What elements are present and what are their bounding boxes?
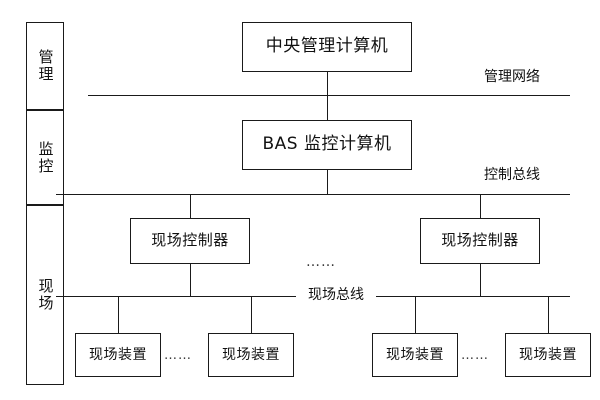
connector-field-bus-to-device bbox=[415, 296, 416, 333]
connector-controller-left-to-field-bus bbox=[190, 264, 191, 296]
node-field-controller-right: 现场控制器 bbox=[420, 218, 540, 264]
connector-central-to-management-network bbox=[327, 72, 328, 95]
connector-control-bus-to-controller-left bbox=[190, 194, 191, 218]
node-field-controller-left: 现场控制器 bbox=[130, 218, 250, 264]
ellipsis-between-devices-right: …… bbox=[461, 348, 489, 363]
layer-cell-monitoring: 监控 bbox=[26, 110, 64, 205]
node-central-management-computer: 中央管理计算机 bbox=[242, 22, 412, 72]
bus-line-control-bus bbox=[56, 194, 570, 195]
bus-label-field-bus: 现场总线 bbox=[296, 288, 376, 302]
connector-management-network-to-bas bbox=[327, 95, 328, 120]
connector-field-bus-to-device bbox=[548, 296, 549, 333]
node-field-device: 现场装置 bbox=[372, 333, 458, 377]
node-bas-monitoring-computer: BAS 监控计算机 bbox=[242, 120, 412, 170]
node-field-device: 现场装置 bbox=[208, 333, 294, 377]
layer-cell-management: 管理 bbox=[26, 22, 64, 110]
connector-field-bus-to-device bbox=[251, 296, 252, 333]
layer-label-field: 现场 bbox=[36, 278, 55, 312]
layer-label-management: 管理 bbox=[36, 49, 55, 83]
node-field-device: 现场装置 bbox=[75, 333, 161, 377]
layer-label-monitoring: 监控 bbox=[36, 140, 55, 175]
node-field-device: 现场装置 bbox=[505, 333, 591, 377]
bus-label-management-network: 管理网络 bbox=[484, 69, 540, 85]
connector-field-bus-to-device bbox=[118, 296, 119, 333]
ellipsis-between-devices-left: …… bbox=[164, 348, 192, 363]
bus-line-field-bus-right bbox=[376, 296, 570, 297]
bus-line-field-bus-left bbox=[56, 296, 296, 297]
ellipsis-between-controllers: …… bbox=[306, 254, 336, 270]
connector-controller-right-to-field-bus bbox=[480, 264, 481, 296]
bus-line-management-network bbox=[88, 95, 570, 96]
bus-label-control-bus: 控制总线 bbox=[484, 167, 540, 183]
connector-control-bus-to-controller-right bbox=[480, 194, 481, 218]
connector-bas-to-control-bus bbox=[327, 170, 328, 194]
layer-cell-field: 现场 bbox=[26, 205, 64, 385]
